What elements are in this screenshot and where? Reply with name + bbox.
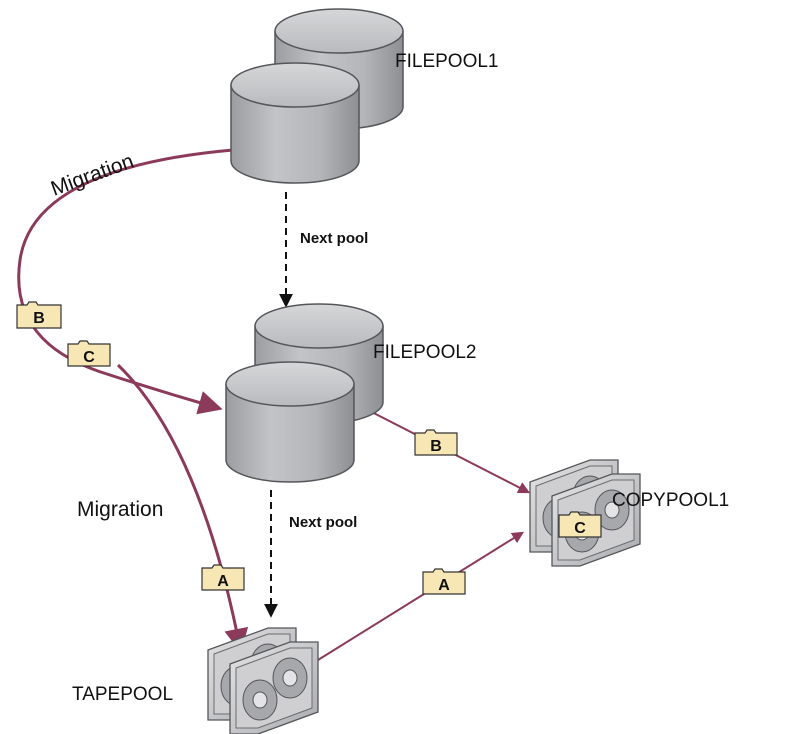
next-pool-label-bottom: Next pool xyxy=(289,514,357,531)
svg-text:B: B xyxy=(33,310,45,327)
svg-text:A: A xyxy=(438,577,450,594)
svg-text:C: C xyxy=(83,349,95,366)
file-tag-a-copy: A xyxy=(422,568,466,595)
copy-arrow-tapepool-to-copypool1 xyxy=(317,531,525,661)
next-pool-label-top: Next pool xyxy=(300,230,368,247)
migration-arrow-filepool2-to-tapepool xyxy=(116,363,249,653)
copypool1-label: COPYPOOL1 xyxy=(612,490,729,511)
migration-label-bottom: Migration xyxy=(77,498,163,521)
filepool2-disk-icon xyxy=(225,303,384,483)
filepool2-label: FILEPOOL2 xyxy=(373,342,477,363)
migration-label-top: Migration xyxy=(48,150,137,201)
file-tag-b-copy: B xyxy=(414,429,458,456)
file-tag-c-migration: C xyxy=(67,340,111,367)
tapepool-label: TAPEPOOL xyxy=(72,684,173,705)
svg-text:C: C xyxy=(574,520,586,537)
filepool1-label: FILEPOOL1 xyxy=(395,51,499,72)
svg-text:A: A xyxy=(217,573,229,590)
svg-text:B: B xyxy=(430,438,442,455)
file-tag-a-migration: A xyxy=(201,564,245,591)
tapepool-tape-icon xyxy=(207,627,319,734)
filepool1-disk-icon xyxy=(230,8,404,184)
file-tag-b-migration: B xyxy=(16,301,62,329)
copypool1-tape-icon xyxy=(529,459,641,567)
file-tag-c-copypool: C xyxy=(558,511,602,538)
